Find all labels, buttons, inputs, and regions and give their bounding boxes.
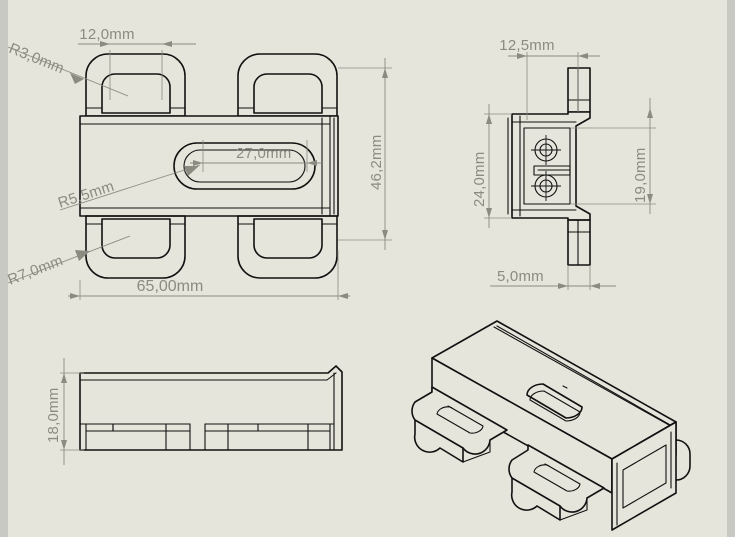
view-front: 18,0mm — [45, 358, 343, 465]
top-view-center-slot-inner — [183, 149, 306, 183]
iso-top-groove — [493, 326, 670, 426]
top-view-lower-tab-left-outer — [85, 215, 186, 279]
dim-overall-depth-462: 46,2mm — [338, 58, 392, 250]
top-view-upper-tab-left-outer — [85, 53, 186, 117]
top-view-upper-tab-right-outer — [237, 53, 338, 117]
dim-tab-radius-r7: R7,0mm — [5, 235, 131, 289]
dim-overall-height-18: 18,0mm — [45, 358, 84, 465]
top-view-lower-tab-left-shoulder — [85, 218, 186, 225]
front-view-body-outline — [79, 365, 343, 451]
dim-slot-length-27: 27,0mm — [190, 140, 322, 172]
dim-label-corner-radius: R3,0mm — [7, 40, 67, 77]
iso-end-opening-lip — [616, 431, 672, 526]
iso-tab-right-far — [675, 439, 691, 481]
iso-tab-front-side — [510, 477, 561, 521]
iso-tab-left-lip — [447, 405, 491, 463]
top-view-lower-tab-right-outer — [237, 215, 338, 279]
dim-label-overall-depth: 46,2mm — [368, 135, 385, 190]
side-view-upper-tab — [567, 67, 591, 113]
side-view-upper-tab-edge — [567, 67, 591, 113]
front-view-top-edge — [79, 372, 337, 381]
dim-flange-width-125: 12,5mm — [499, 37, 600, 120]
view-side: 12,5mm 24,0mm 19,0mm — [471, 37, 656, 290]
iso-end-opening-inner — [622, 444, 667, 509]
dim-label-slot-length: 27,0mm — [236, 145, 291, 162]
top-view-body-outline — [79, 115, 339, 217]
top-view-upper-tab-right-inner — [253, 73, 323, 114]
iso-tab-front-inner-oval — [533, 464, 581, 492]
dim-label-overall-width: 65,00mm — [137, 278, 204, 295]
iso-tab-left-side — [413, 419, 464, 463]
top-view-lower-tab-left-inner — [101, 218, 171, 259]
front-view-tab-divider-4 — [257, 423, 331, 451]
side-view-hole-lower-centermark — [531, 171, 561, 201]
side-view-body-shelf — [511, 121, 577, 211]
top-view-lower-tab-right-inner — [253, 218, 323, 259]
front-view-tab-divider-2 — [165, 423, 191, 451]
dim-tab-width-12: 12,0mm — [78, 26, 196, 100]
view-isometric — [411, 320, 691, 531]
dim-label-body-height: 24,0mm — [471, 152, 488, 207]
top-view-center-slot-outer — [173, 142, 316, 190]
top-view-body-inner-ledge — [79, 115, 331, 217]
side-view-lower-tab — [567, 219, 591, 266]
side-view-hole-upper-centermark — [531, 135, 561, 165]
dim-label-tab-width: 12,0mm — [79, 26, 134, 43]
top-view-upper-tab-right-shoulder — [237, 107, 338, 114]
dim-label-tab-radius: R7,0mm — [5, 252, 65, 289]
dim-overall-width-65: 65,00mm — [68, 250, 350, 300]
dim-label-flange-width: 12,5mm — [499, 37, 554, 54]
side-view-lower-tab-edge — [567, 219, 591, 266]
iso-tab-front-lip — [544, 463, 588, 521]
top-view-upper-tab-left-inner — [101, 73, 171, 114]
top-view-lower-tab-right-shoulder — [237, 218, 338, 225]
side-view-body-left-wall — [507, 115, 521, 217]
dim-inner-height-19: 19,0mm — [570, 98, 656, 214]
top-view-body-right-wall — [321, 117, 335, 215]
right-edge-band — [727, 0, 735, 537]
view-top: 12,0mm R3,0mm R5,5mm R7,0mm — [5, 26, 392, 300]
front-view-tab-step — [112, 423, 259, 432]
iso-top-face-bevel — [496, 325, 673, 427]
front-view-tab-divider-3 — [204, 423, 229, 451]
dim-label-tab-thickness: 5,0mm — [497, 268, 544, 285]
iso-top-oval-edge — [562, 385, 568, 389]
dim-label-overall-height: 18,0mm — [45, 388, 62, 443]
dim-body-height-24: 24,0mm — [471, 104, 512, 228]
left-edge-band — [0, 0, 8, 537]
dim-tab-thickness-5: 5,0mm — [490, 265, 616, 290]
dim-label-inner-height: 19,0mm — [632, 148, 649, 203]
top-view-upper-tab-left-shoulder — [85, 107, 186, 114]
iso-tab-left-inner-oval — [436, 406, 484, 434]
iso-top-oval-recess — [526, 383, 583, 419]
iso-top-oval-recess-depth — [529, 390, 581, 422]
